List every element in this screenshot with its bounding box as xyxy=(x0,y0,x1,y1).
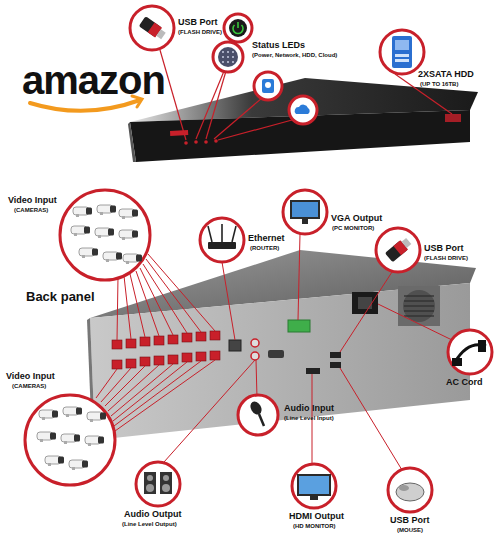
part-note: (CAMERAS) xyxy=(14,207,48,214)
part-note: (Power, Network, HDD, Cloud) xyxy=(252,52,337,59)
part-name: Audio Output xyxy=(124,510,181,520)
part-note: (Line Level Input) xyxy=(284,415,334,422)
part-name: USB Port xyxy=(390,516,430,526)
part-note: (FLASH DRIVE) xyxy=(178,29,222,36)
part-name: Status LEDs xyxy=(252,41,305,51)
part-note: (PC MONITOR) xyxy=(332,225,374,232)
part-note: (FLASH DRIVE) xyxy=(424,255,468,262)
part-note: (HD MONITOR) xyxy=(293,523,336,530)
section-label: Back panel xyxy=(26,290,95,304)
part-name: Video Input xyxy=(6,372,55,382)
part-note: (ROUTER) xyxy=(250,245,279,252)
watermark-logo: amazon xyxy=(22,58,165,102)
part-note: (MOUSE) xyxy=(397,527,423,534)
part-name: VGA Output xyxy=(331,214,382,224)
part-name: HDMI Output xyxy=(289,512,344,522)
part-name: 2XSATA HDD xyxy=(418,70,474,80)
part-name: Audio Input xyxy=(284,404,334,414)
part-name: AC Cord xyxy=(446,378,483,388)
part-name: Ethernet xyxy=(248,234,285,244)
part-name: USB Port xyxy=(178,18,218,28)
part-note: (CAMERAS) xyxy=(12,383,46,390)
part-name: USB Port xyxy=(424,244,464,254)
part-note: (UP TO 16TB) xyxy=(420,81,458,88)
part-name: Video Input xyxy=(8,196,57,206)
part-note: (Line Level Output) xyxy=(122,521,177,528)
